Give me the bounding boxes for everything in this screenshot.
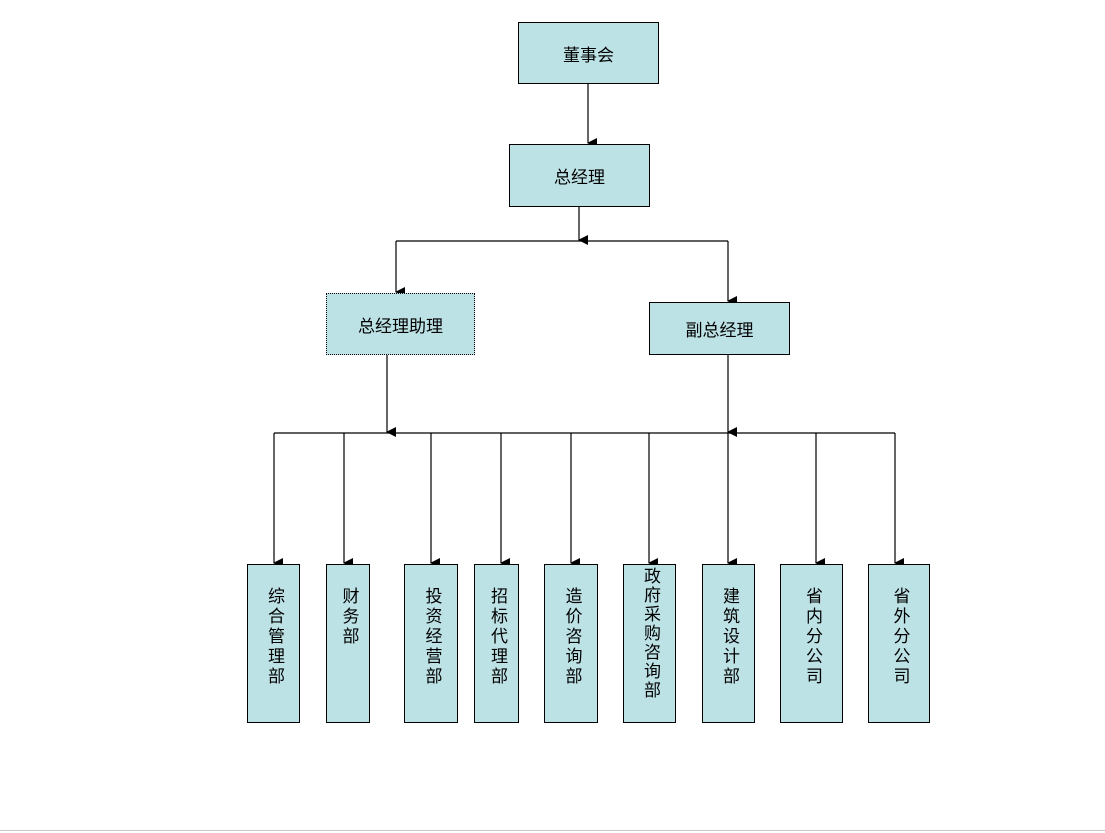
general-manager-box: 总经理 <box>509 144 650 207</box>
department-label: 造价咨询部 <box>561 587 582 687</box>
general-manager-label: 总经理 <box>554 168 605 188</box>
gm-assistant-box: 总经理助理 <box>326 293 475 355</box>
department-label: 投资经营部 <box>421 587 442 687</box>
department-label: 省外分公司 <box>889 587 910 687</box>
department-box: 省内分公司 <box>780 564 843 723</box>
gm-assistant-label: 总经理助理 <box>358 316 443 337</box>
department-box: 造价咨询部 <box>544 564 598 723</box>
department-label: 政府采购咨询部 <box>640 567 660 700</box>
department-label: 建筑设计部 <box>719 587 739 687</box>
board-label: 董事会 <box>563 45 614 66</box>
department-box: 省外分公司 <box>868 564 930 723</box>
page-bottom-divider <box>0 830 1105 831</box>
board-box: 董事会 <box>518 22 659 84</box>
department-box: 建筑设计部 <box>702 564 755 723</box>
department-label: 综合管理部 <box>264 587 284 687</box>
department-box: 招标代理部 <box>474 564 519 723</box>
department-label: 财务部 <box>338 587 359 647</box>
department-box: 投资经营部 <box>404 564 458 723</box>
department-box: 财务部 <box>326 564 370 723</box>
department-box: 政府采购咨询部 <box>623 564 676 723</box>
deputy-gm-label: 副总经理 <box>685 321 754 341</box>
department-label: 招标代理部 <box>487 587 507 687</box>
department-box: 综合管理部 <box>247 564 300 723</box>
department-label: 省内分公司 <box>802 587 822 687</box>
deputy-gm-box: 副总经理 <box>649 302 790 355</box>
